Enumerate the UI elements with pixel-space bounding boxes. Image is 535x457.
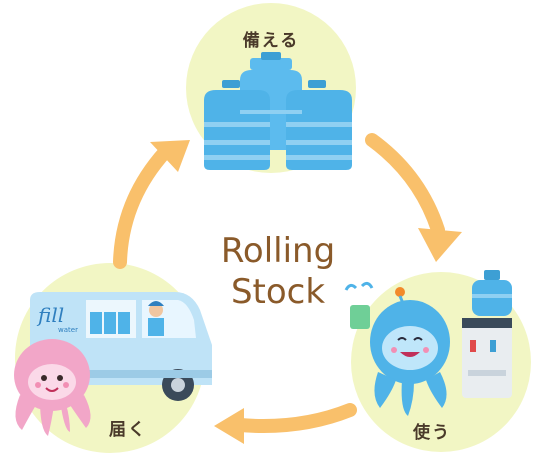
pink-mascot-icon [14,339,91,436]
label-left: 届く [109,420,147,440]
label-right: 使う [412,422,451,443]
water-bottles-icon [204,52,352,170]
title-line1: Rolling [221,231,335,271]
arrow-right-to-left [214,403,357,444]
blue-mascot-icon [344,281,450,416]
title-line2: Stock [231,272,325,312]
label-top: 備える [243,30,300,51]
arrow-top-to-right [365,133,462,262]
van-logo-brand: fill [36,303,64,327]
arrow-left-to-top [113,140,190,269]
van-logo-sub: water [58,326,78,334]
water-server-icon [462,270,512,398]
